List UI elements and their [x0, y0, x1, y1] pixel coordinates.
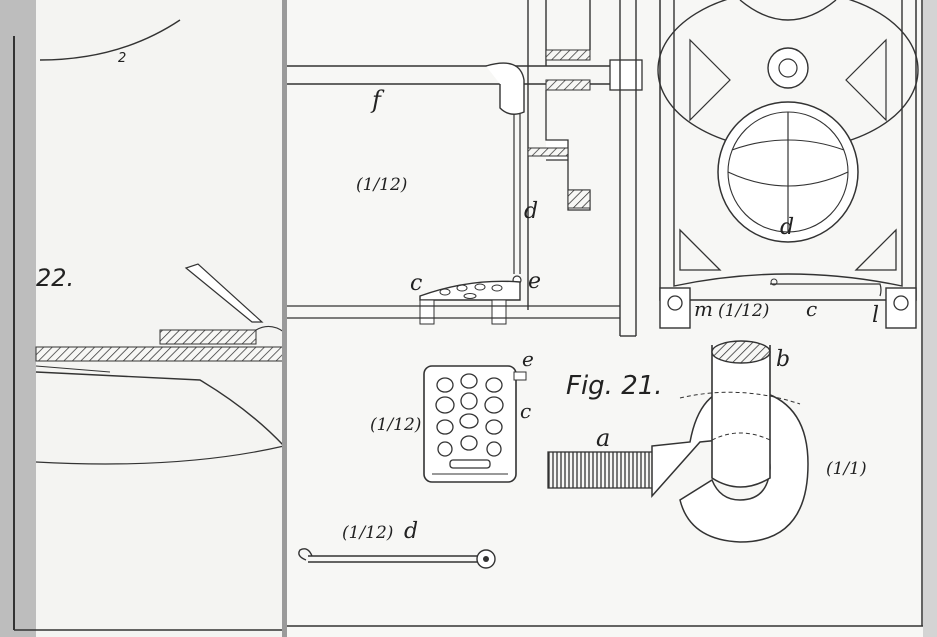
scale-frame: (1/12)	[718, 301, 769, 321]
hatched-bar	[35, 346, 285, 362]
scale-pedal-detail: (1/12)	[370, 415, 421, 435]
angled-strut	[184, 263, 264, 323]
machine-frame	[657, 0, 919, 329]
page-fold	[282, 0, 287, 637]
label-d-rod: d	[524, 199, 538, 224]
rod-detail	[298, 548, 496, 569]
label-a: a	[596, 424, 610, 452]
hatched-block	[159, 329, 257, 345]
hatched-tube-section-b	[711, 340, 771, 364]
hull-curve-upper	[35, 371, 285, 447]
hull-curve-lower	[35, 445, 285, 465]
arc-curve	[39, 19, 181, 61]
crank-column	[527, 0, 591, 310]
left-margin-shadow	[0, 0, 40, 637]
left-page: 2 22.	[13, 0, 285, 637]
pedal-detail	[423, 365, 527, 483]
right-page: f (1/12) d c e d m (1/12) c l e c (1/12)…	[287, 0, 923, 637]
bracket-detail	[547, 340, 809, 543]
mark-2: 2	[118, 51, 126, 66]
label-c-pedal: c	[410, 271, 422, 296]
label-d-wheel: d	[780, 215, 794, 240]
label-e-detail: e	[522, 347, 534, 371]
figure-21-title: Fig. 21.	[566, 371, 663, 401]
figure-22-number: 22.	[36, 264, 74, 292]
label-c-bottom: c	[806, 297, 817, 321]
scale-rod-detail: (1/12)	[342, 523, 393, 543]
label-c-detail: c	[520, 399, 531, 423]
label-e-pedal: e	[528, 269, 541, 294]
label-l: l	[872, 303, 879, 328]
frame-posts	[619, 0, 637, 337]
label-d-rod-detail: d	[404, 519, 418, 544]
label-m: m	[694, 297, 713, 321]
label-b: b	[776, 347, 790, 372]
threaded-bolt-a	[547, 451, 659, 489]
scale-bracket-detail: (1/1)	[826, 459, 867, 479]
scale-main: (1/12)	[356, 175, 407, 195]
